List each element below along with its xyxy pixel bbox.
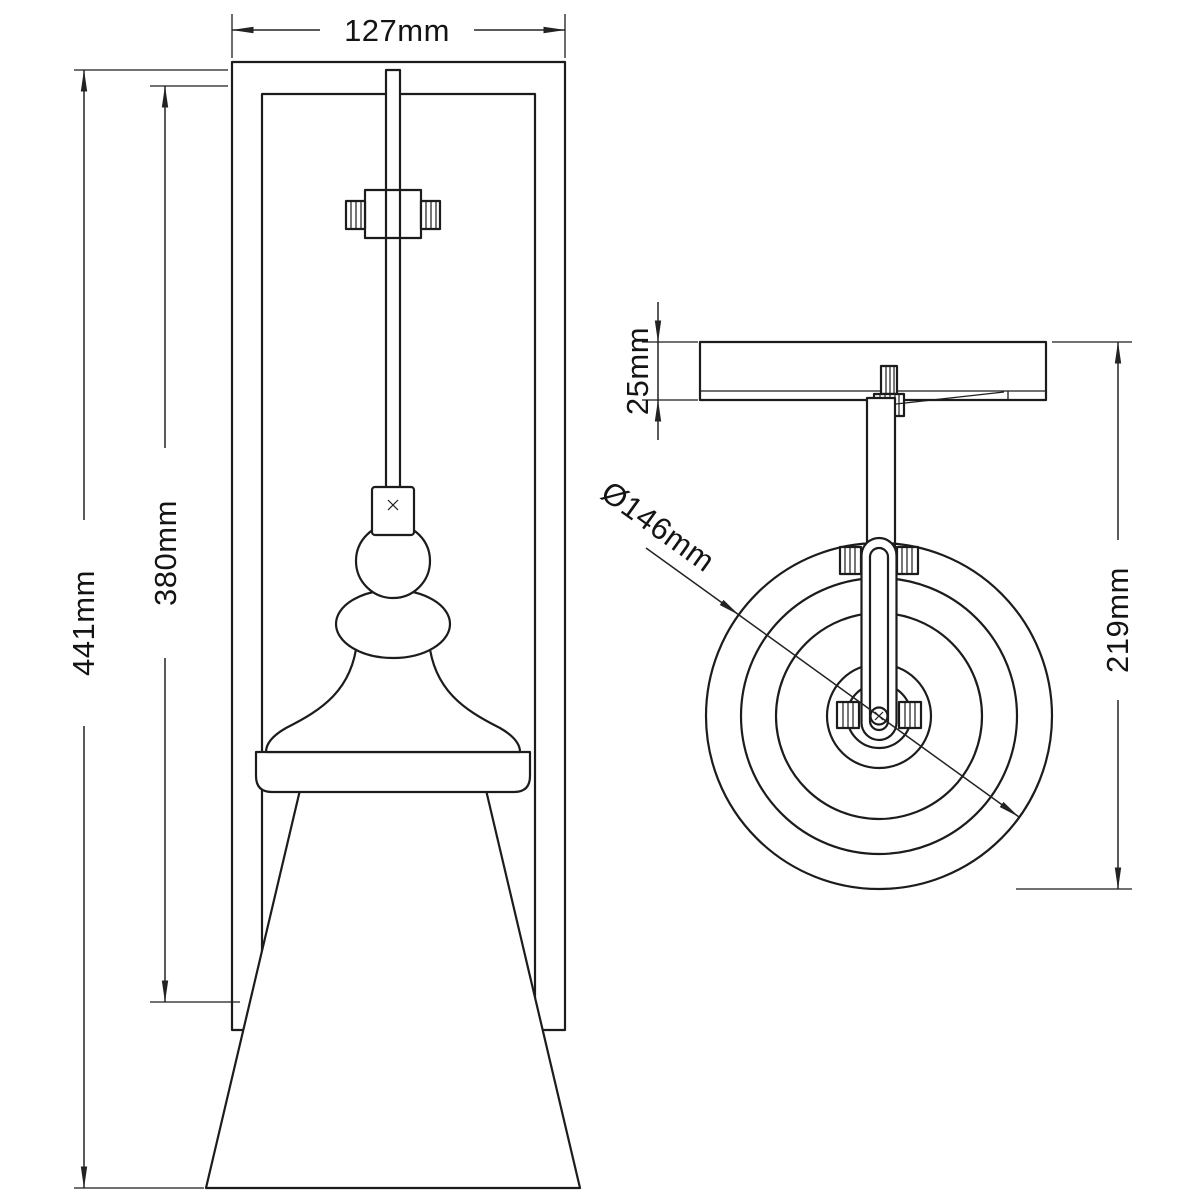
side-view xyxy=(698,340,1054,891)
dimension-front-width: 127mm xyxy=(231,13,566,58)
shade-diameter-label: Ø146mm xyxy=(595,474,721,579)
yoke-slot xyxy=(868,546,890,732)
shade-lip xyxy=(254,750,532,794)
front-width-label: 127mm xyxy=(344,13,450,48)
dimension-plate-thickness: 25mm xyxy=(620,302,698,440)
socket-body xyxy=(370,485,416,537)
yoke xyxy=(860,536,898,742)
dimension-front-inner-height: 380mm xyxy=(148,85,240,1003)
front-inner-height-label: 380mm xyxy=(148,500,183,606)
front-view xyxy=(204,60,582,1190)
yoke-top-knobs xyxy=(838,545,920,576)
mounting-plate xyxy=(698,340,1048,402)
side-height-label: 219mm xyxy=(1100,567,1135,673)
support-arm xyxy=(865,396,897,552)
lamp-socket xyxy=(370,485,416,537)
front-total-height-label: 441mm xyxy=(66,570,101,676)
plate-thickness-label: 25mm xyxy=(620,327,655,415)
pivot-hub xyxy=(835,700,923,730)
plate-body xyxy=(698,340,1048,402)
dimension-front-total-height: 441mm xyxy=(66,69,228,1189)
socket-screw-mark xyxy=(387,499,399,511)
hanging-rod xyxy=(384,68,402,497)
adjuster-knob xyxy=(344,188,442,240)
bell-section xyxy=(264,640,522,754)
finial-disc xyxy=(334,588,452,660)
arm-brace-line xyxy=(895,391,1005,405)
dimension-side-height: 219mm xyxy=(1016,341,1135,890)
